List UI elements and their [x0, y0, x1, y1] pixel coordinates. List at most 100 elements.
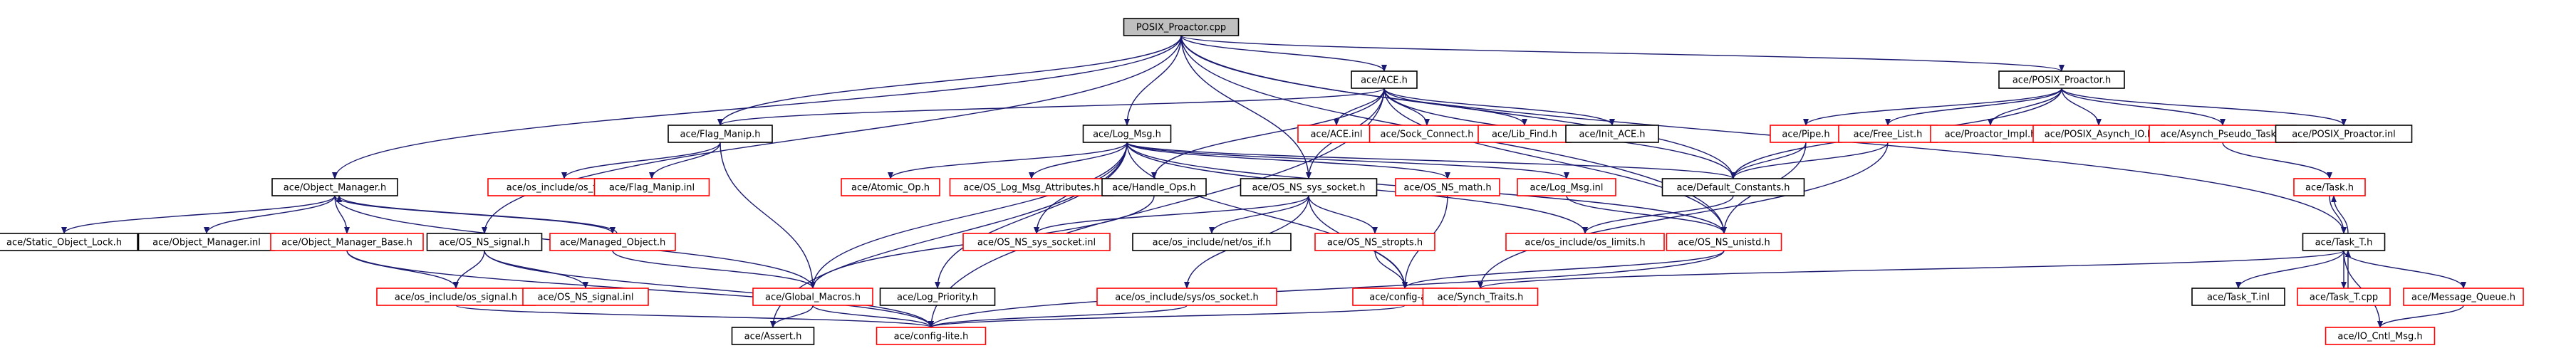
edge-ace-posix-proactor-h-to-ace-posix-asynch-io-h: [2061, 88, 2102, 126]
graph-node-ace-os-include-sys-os-socket-h[interactable]: ace/os_include/sys/os_socket.h: [1096, 288, 1277, 306]
graph-node-ace-default-constants-h[interactable]: ace/Default_Constants.h: [1661, 178, 1805, 196]
graph-node-ace-global-macros-h[interactable]: ace/Global_Macros.h: [752, 288, 873, 306]
graph-node-posix-proactor-cpp[interactable]: POSIX_Proactor.cpp: [1123, 18, 1240, 36]
graph-node-ace-object-manager-inl[interactable]: ace/Object_Manager.inl: [137, 233, 276, 251]
graph-node-ace-os-ns-signal-inl[interactable]: ace/OS_NS_signal.inl: [522, 288, 649, 306]
graph-node-ace-assert-h[interactable]: ace/Assert.h: [731, 327, 815, 345]
node-label: ace/Flag_Manip.inl: [609, 183, 695, 194]
graph-node-ace-os-ns-signal-h[interactable]: ace/OS_NS_signal.h: [426, 233, 543, 251]
node-label: ace/os_include/os_fcntl.h: [507, 183, 622, 194]
graph-node-ace-object-manager-base-h[interactable]: ace/Object_Manager_Base.h: [270, 233, 424, 251]
edge-ace-os-ns-unistd-h-to-ace-config-all-h: [1402, 250, 1725, 289]
graph-node-ace-asynch-pseudo-task-h[interactable]: ace/Asynch_Pseudo_Task.h: [2149, 125, 2297, 143]
edge-ace-log-msg-h-to-ace-os-log-msg-attributes-h: [1029, 142, 1128, 179]
edge-ace-ace-h-to-ace-os-ns-unistd-h: [1383, 88, 1727, 234]
node-label: ace/Proactor_Impl.h: [1945, 130, 2037, 140]
graph-node-ace-os-ns-stropts-h[interactable]: ace/OS_NS_stropts.h: [1314, 233, 1435, 251]
graph-node-ace-managed-object-h[interactable]: ace/Managed_Object.h: [549, 233, 676, 251]
edge-ace-posix-proactor-h-to-ace-proactor-impl-h: [1988, 88, 2062, 126]
node-box: [949, 178, 1114, 196]
node-label: ace/Global_Macros.h: [765, 293, 861, 303]
node-box: [522, 288, 649, 306]
graph-node-ace-lib-find-h[interactable]: ace/Lib_Find.h: [1477, 125, 1572, 143]
graph-node-ace-posix-proactor-inl[interactable]: ace/POSIX_Proactor.inl: [2275, 125, 2413, 143]
graph-node-ace-posix-proactor-h[interactable]: ace/POSIX_Proactor.h: [1998, 70, 2125, 89]
node-box: [1101, 178, 1207, 196]
node-box: [1565, 125, 1659, 143]
graph-node-ace-message-queue-h[interactable]: ace/Message_Queue.h: [2403, 288, 2524, 306]
node-label: ace/os_include/os_signal.h: [395, 293, 517, 303]
edge-ace-global-macros-h-to-ace-assert-h: [770, 305, 814, 328]
graph-node-ace-handle-ops-h[interactable]: ace/Handle_Ops.h: [1101, 178, 1207, 196]
node-box: [841, 178, 940, 196]
graph-node-ace-flag-manip-inl[interactable]: ace/Flag_Manip.inl: [593, 178, 710, 196]
graph-node-ace-os-ns-sys-socket-h[interactable]: ace/OS_NS_sys_socket.h: [1240, 178, 1378, 196]
graph-node-ace-log-msg-h[interactable]: ace/Log_Msg.h: [1082, 125, 1172, 143]
graph-node-ace-posix-asynch-io-h[interactable]: ace/POSIX_Asynch_IO.h: [2032, 125, 2165, 143]
edge-posix-proactor-cpp-to-ace-os-ns-sys-socket-h: [1180, 35, 1312, 179]
edge-ace-config-all-h-to-ace-config-lite-h: [928, 305, 1406, 328]
edge-ace-managed-object-h-to-ace-object-manager-h: [336, 195, 618, 234]
graph-node-ace-init-ace-h[interactable]: ace/Init_ACE.h: [1565, 125, 1659, 143]
node-box: [270, 233, 424, 251]
node-box: [549, 233, 676, 251]
edge-ace-message-queue-h-to-ace-io-cntl-msg-h: [2377, 305, 2464, 328]
node-box: [1132, 233, 1292, 251]
graph-node-ace-free-list-h[interactable]: ace/Free_List.h: [1838, 125, 1938, 143]
node-box: [1505, 233, 1665, 251]
node-box: [1297, 125, 1376, 143]
node-label: ace/OS_NS_sys_socket.inl: [977, 238, 1096, 248]
node-label: ace/OS_NS_unistd.h: [1678, 238, 1770, 248]
graph-node-ace-log-priority-h[interactable]: ace/Log_Priority.h: [879, 288, 996, 306]
edge-ace-ace-h-to-ace-sock-connect-h: [1383, 88, 1430, 126]
node-label: ace/config-lite.h: [894, 332, 969, 342]
node-label: ace/os_include/sys/os_socket.h: [1115, 293, 1258, 303]
node-box: [1082, 125, 1172, 143]
node-label: ace/OS_Log_Msg_Attributes.h: [963, 183, 1099, 194]
graph-node-ace-config-lite-h[interactable]: ace/config-lite.h: [876, 327, 987, 345]
node-box: [1930, 125, 2051, 143]
graph-node-ace-task-h[interactable]: ace/Task.h: [2293, 178, 2366, 196]
node-box: [1517, 178, 1616, 196]
graph-node-ace-task-t-inl[interactable]: ace/Task_T.inl: [2191, 288, 2285, 306]
node-label: ace/Handle_Ops.h: [1112, 183, 1195, 194]
graph-node-ace-os-ns-unistd-h[interactable]: ace/OS_NS_unistd.h: [1666, 233, 1782, 251]
node-label: ace/POSIX_Asynch_IO.h: [2045, 130, 2153, 140]
node-label: ace/Log_Priority.h: [897, 293, 978, 303]
graph-node-ace-log-msg-inl[interactable]: ace/Log_Msg.inl: [1517, 178, 1616, 196]
graph-node-ace-proactor-impl-h[interactable]: ace/Proactor_Impl.h: [1930, 125, 2051, 143]
edge-ace-log-msg-h-to-ace-os-ns-math-h: [1126, 142, 1450, 179]
node-box: [1368, 125, 1485, 143]
edge-ace-task-t-h-to-ace-synch-traits-h: [1477, 250, 2344, 289]
node-box: [1422, 288, 1539, 306]
graph-node-ace-os-include-os-signal-h[interactable]: ace/os_include/os_signal.h: [376, 288, 536, 306]
graph-node-ace-os-include-os-limits-h[interactable]: ace/os_include/os_limits.h: [1505, 233, 1665, 251]
edge-ace-free-list-h-to-ace-default-constants-h: [1730, 142, 1889, 179]
edge-ace-log-msg-h-to-ace-log-priority-h: [935, 142, 1128, 289]
edge-ace-default-constants-h-to-ace-os-include-os-limits-h: [1582, 195, 1734, 234]
node-box: [2293, 178, 2366, 196]
node-box: [2149, 125, 2297, 143]
graph-node-ace-synch-traits-h[interactable]: ace/Synch_Traits.h: [1422, 288, 1539, 306]
graph-node-ace-os-include-net-os-if-h[interactable]: ace/os_include/net/os_if.h: [1132, 233, 1292, 251]
graph-node-ace-os-log-msg-attributes-h[interactable]: ace/OS_Log_Msg_Attributes.h: [949, 178, 1114, 196]
edge-ace-os-ns-stropts-h-to-ace-config-all-h: [1374, 250, 1408, 289]
graph-node-ace-flag-manip-h[interactable]: ace/Flag_Manip.h: [668, 125, 773, 143]
graph-node-ace-ace-h[interactable]: ace/ACE.h: [1351, 70, 1418, 89]
node-label: ace/os_include/net/os_if.h: [1153, 238, 1272, 248]
graph-node-ace-os-ns-sys-socket-inl[interactable]: ace/OS_NS_sys_socket.inl: [962, 233, 1111, 251]
graph-node-ace-task-t-h[interactable]: ace/Task_T.h: [2302, 233, 2386, 251]
graph-node-ace-ace-inl[interactable]: ace/ACE.inl: [1297, 125, 1376, 143]
node-label: ace/os_include/os_limits.h: [1525, 238, 1645, 248]
graph-node-ace-task-t-cpp[interactable]: ace/Task_T.cpp: [2297, 288, 2391, 306]
graph-node-ace-sock-connect-h[interactable]: ace/Sock_Connect.h: [1368, 125, 1485, 143]
graph-node-ace-atomic-op-h[interactable]: ace/Atomic_Op.h: [841, 178, 940, 196]
graph-node-ace-pipe-h[interactable]: ace/Pipe.h: [1770, 125, 1842, 143]
node-box: [1661, 178, 1805, 196]
edge-ace-os-include-sys-os-socket-h-to-ace-config-lite-h: [928, 305, 1188, 328]
graph-node-ace-os-ns-math-h[interactable]: ace/OS_NS_math.h: [1395, 178, 1500, 196]
graph-node-ace-io-cntl-msg-h[interactable]: ace/IO_Cntl_Msg.h: [2325, 327, 2436, 345]
graph-node-ace-static-object-lock-h[interactable]: ace/Static_Object_Lock.h: [0, 233, 138, 251]
graph-node-ace-object-manager-h[interactable]: ace/Object_Manager.h: [271, 178, 398, 196]
node-box: [2302, 233, 2386, 251]
